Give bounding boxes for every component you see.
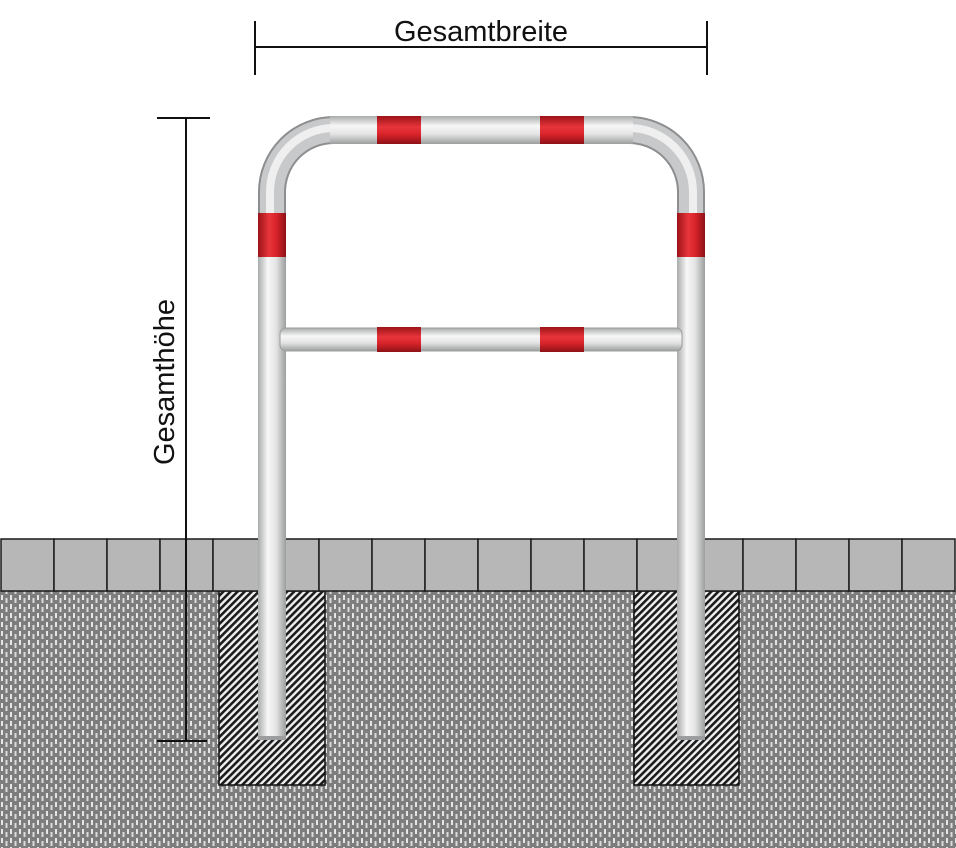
cross-bar: [279, 327, 683, 352]
reflective-bands: [258, 116, 705, 352]
width-dimension: [254, 21, 708, 75]
height-dimension: [157, 117, 210, 742]
barrier-frame: [258, 116, 705, 740]
band-leg-left: [258, 213, 286, 257]
width-label: Gesamtbreite: [394, 16, 568, 48]
band-top-right: [540, 116, 584, 144]
pavement: [0, 538, 956, 592]
band-mid-right: [540, 327, 584, 352]
height-label: Gesamthöhe: [149, 299, 181, 465]
ground-gravel: [0, 591, 956, 848]
band-mid-left: [377, 327, 421, 352]
band-top-left: [377, 116, 421, 144]
band-leg-right: [677, 213, 705, 257]
